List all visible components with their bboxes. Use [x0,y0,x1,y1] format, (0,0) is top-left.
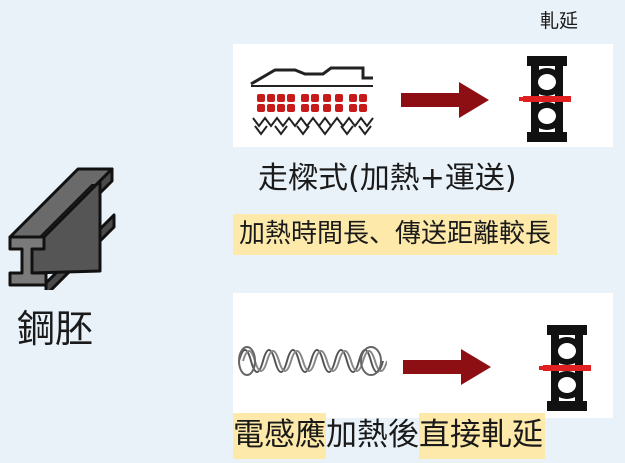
walking-beam-note: 加熱時間長、傳送距離較長 [233,214,558,255]
arrow-right-icon [403,349,491,385]
induction-coil-icon [238,346,387,376]
walking-beam-title: 走樑式(加熱+運送) [258,161,517,196]
rolling-mill-icon [539,325,591,411]
walking-beam-furnace-icon [250,66,374,136]
induction-caption-part2: 加熱後 [326,417,419,453]
arrow-right-icon [401,82,489,118]
induction-caption-part1: 電感應 [233,413,326,459]
billet-label: 鋼胚 [17,307,94,351]
rolling-label: 軋延 [540,10,579,32]
steel-i-beam-icon [8,167,116,290]
induction-caption-part3: 直接軋延 [419,413,545,459]
induction-panel [233,293,613,418]
walking-beam-panel [233,44,613,147]
induction-caption: 電感應加熱後直接軋延 [233,413,545,459]
rolling-mill-icon [519,56,571,142]
